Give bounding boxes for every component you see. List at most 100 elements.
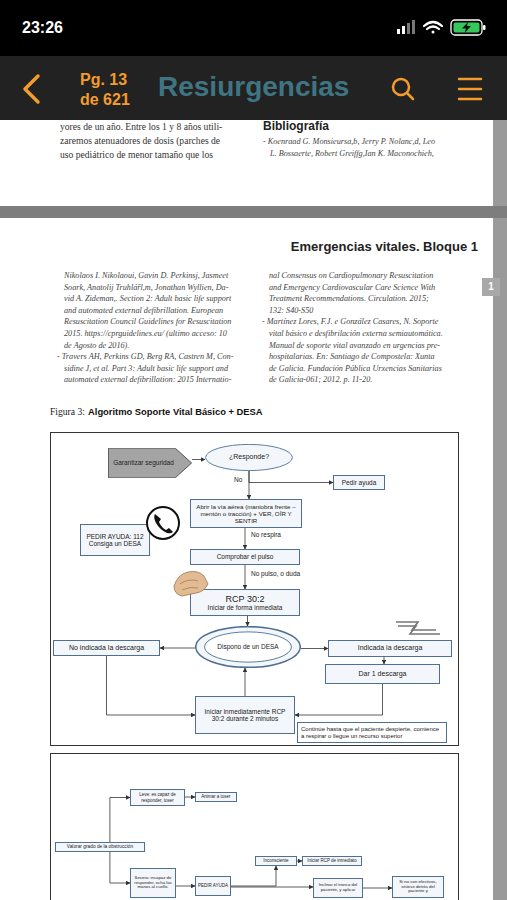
node-text: PEDIR AYUDA: 112 Consiga un DESA: [83, 533, 147, 548]
note-box: Continúe hasta que el paciente despierte…: [297, 722, 447, 743]
node-text: Animar a toser: [201, 794, 230, 799]
node-text: No indicada la descarga: [69, 644, 144, 652]
connector: [192, 459, 205, 460]
back-chevron: [25, 76, 38, 102]
node-text: Leve: es capaz de responder, toser: [133, 792, 182, 802]
node-text: Severa: incapaz de responder, echa las m…: [133, 876, 173, 891]
reference-text: 132: S40-S50: [269, 306, 313, 315]
reference-text: hospitalarias. En: Santiago de Compostel…: [269, 352, 435, 361]
phone-icon: [147, 507, 179, 539]
process-box: Inconsciente: [255, 856, 297, 866]
node-text: ¿Responde?: [229, 453, 269, 461]
process-box: Indicada la descarga: [328, 640, 452, 657]
reference-text: nal Consensus on Cardiopulmonary Resusci…: [269, 271, 433, 280]
connector: [110, 852, 130, 883]
process-box: Inclinar el tronco del paciente, y aplic…: [313, 878, 363, 898]
decision-ellipse: Dispono de un DESA: [195, 626, 301, 668]
connector: [295, 684, 383, 715]
reference-text: vid A. Zideman,. Section 2: Adult basic …: [64, 294, 231, 303]
node-text: RCP 30:2: [226, 594, 265, 604]
reference-text: - Travers AH, Perkins GD, Berg RA, Castr…: [57, 352, 233, 361]
process-box: PEDIR AYUDA: [195, 876, 231, 896]
reference-text: - Martínez Lores, F.J. e González Casare…: [262, 317, 438, 326]
decision-ellipse: ¿Responde?: [205, 444, 293, 471]
process-box: No indicada la descarga: [53, 640, 160, 656]
wifi-icon: [424, 22, 442, 34]
node-text: Comprobar el pulso: [217, 553, 274, 560]
node-text: Garantizar seguridad: [113, 459, 174, 466]
process-box: Pedir ayuda: [333, 475, 385, 490]
reference-text: Manual de soporte vital avanzado en urge…: [269, 341, 440, 350]
process-box: Valorar grado de la obstrucción: [55, 842, 145, 852]
reference-text: Nikolaos I. Nikolaoui, Gavin D. Perkinsj…: [64, 271, 228, 280]
node-text: Inclinar el tronco del paciente, y aplic…: [316, 883, 360, 893]
signal-icon: [397, 20, 415, 34]
connector: [301, 648, 328, 649]
reference-text: sidine J, et al. Part 3: Adult basic lif…: [64, 364, 228, 373]
reference-text: vital básico e desfibrilación externa se…: [269, 329, 443, 338]
connector: [245, 668, 246, 696]
node-text: Dar 1 descarga: [359, 670, 407, 678]
page-gap: [0, 206, 507, 218]
connector: [363, 888, 392, 889]
section-heading: Bibliografía: [263, 120, 329, 134]
process-box: Iniciar inmediatamente RCP 30:2 durante …: [195, 696, 295, 734]
reference-text: Treatment Recommendations. Circulation. …: [269, 294, 429, 303]
reference-text: de Galicia-061; 2012. p. 11-20.: [269, 375, 372, 384]
page-tab: 1: [482, 278, 500, 296]
reference-text: Resuscitation Council Guidelines for Res…: [64, 317, 231, 326]
reference-text: L. Bossaerte, Robert Greiffg,Ian K. Maco…: [270, 149, 434, 158]
edge-label: No pulso, o duda: [251, 570, 300, 577]
menu-icon: [459, 79, 481, 99]
body-text: uso pediátrico de menor tamaño que los: [60, 149, 213, 160]
node-text: Inconsciente: [263, 858, 288, 863]
app-title: Resiurgencias: [158, 71, 349, 103]
edge-label: No respira: [251, 531, 281, 538]
node-text: Iniciar inmediatamente RCP 30:2 durante …: [198, 708, 292, 723]
node-text: Valorar grado de la obstrucción: [67, 844, 133, 850]
process-box: Dar 1 descarga: [325, 664, 440, 684]
reference-text: and Emergency Cardiovascular Care Scienc…: [269, 283, 435, 292]
reference-text: Soark, Anatolij Truhlářl,m, Jonathan Wyl…: [64, 283, 228, 292]
status-bar: [0, 0, 507, 56]
connector: [384, 657, 385, 664]
process-box: PEDIR AYUDA: 112 Consiga un DESA: [80, 524, 150, 556]
node-text: Indicada la descarga: [358, 644, 423, 652]
reference-text: de Agosto de 2016).: [64, 341, 129, 350]
node-text: Pedir ayuda: [342, 479, 377, 486]
connector: [110, 798, 130, 843]
connector: [245, 565, 246, 589]
page-indicator: de 621: [80, 91, 130, 109]
connector: [247, 616, 248, 626]
app-bar: [0, 56, 507, 120]
page-sheet: [0, 120, 493, 206]
connector: [245, 528, 246, 549]
search-icon: [393, 79, 413, 99]
connector: [231, 866, 276, 886]
arrow-box: Garantizar seguridad: [108, 448, 192, 478]
process-box: Abrir la vía aérea (maniobra frente –men…: [190, 499, 302, 528]
ellipse-shape: [205, 632, 292, 662]
ellipse-shape: [206, 444, 293, 470]
process-box: Comprobar el pulso: [190, 549, 300, 565]
battery-icon: [451, 20, 486, 35]
connector: [176, 886, 195, 887]
reference-text: de Galicia. Fundación Pública Urxencias …: [269, 364, 442, 373]
running-header: Emergencias vitales. Bloque 1: [291, 240, 478, 255]
connector: [160, 648, 195, 649]
connector: [231, 887, 313, 888]
body-text: zaremos atenuadores de dosis (parches de: [60, 135, 220, 146]
connector: [249, 471, 333, 483]
process-box: Severa: incapaz de responder, echa las m…: [130, 868, 176, 898]
figure-frame: [51, 754, 459, 900]
connector: [249, 471, 250, 499]
page-indicator: Pg. 13: [80, 71, 127, 89]
node-text: PEDIR AYUDA: [198, 883, 228, 888]
node-text: Dispono de un DESA: [217, 643, 278, 650]
node-text: Abrir la vía aérea (maniobra frente –men…: [193, 503, 299, 524]
process-box: Si no son efectivos, sitúese detrás del …: [392, 876, 444, 898]
process-box: Animar a toser: [195, 792, 237, 802]
node-text: Iniciar RCP de inmediato: [307, 858, 357, 863]
node-text: Iniciar de forma inmediata: [208, 604, 283, 611]
